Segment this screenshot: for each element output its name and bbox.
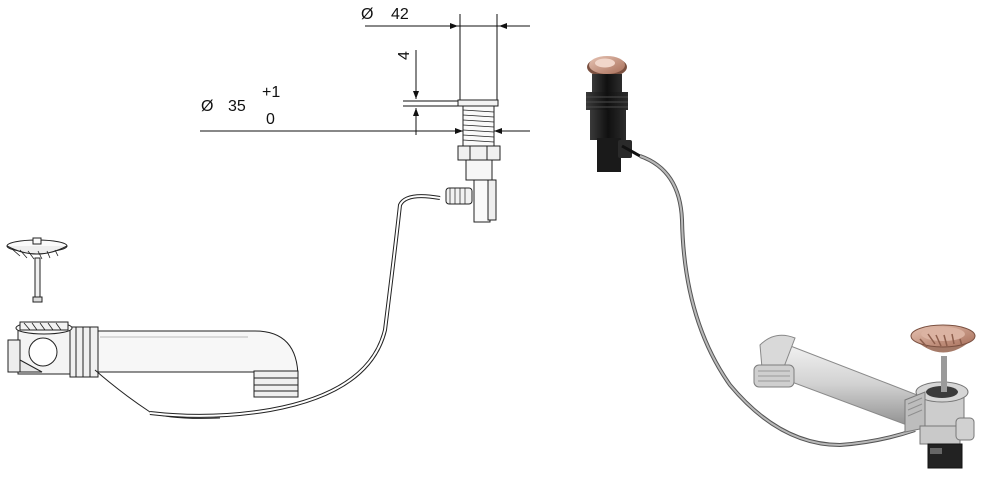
popup-button-render	[586, 56, 641, 172]
popup-button-line	[445, 99, 501, 223]
height-value: 4	[396, 51, 413, 60]
hole-diameter-value: 35	[228, 98, 246, 115]
tolerance-lower: 0	[266, 111, 275, 128]
strainer-basket-render	[910, 324, 976, 353]
control-cable-left	[149, 194, 441, 418]
waste-assembly-render	[753, 334, 975, 469]
top-diameter-symbol: Ø	[361, 6, 373, 23]
top-diameter-value: 42	[391, 6, 409, 23]
strainer-basket-line	[6, 237, 68, 303]
waste-assembly-line	[7, 321, 299, 419]
control-cable-right	[639, 154, 916, 448]
tolerance-upper: +1	[262, 84, 280, 101]
hole-diameter-symbol: Ø	[201, 98, 213, 115]
